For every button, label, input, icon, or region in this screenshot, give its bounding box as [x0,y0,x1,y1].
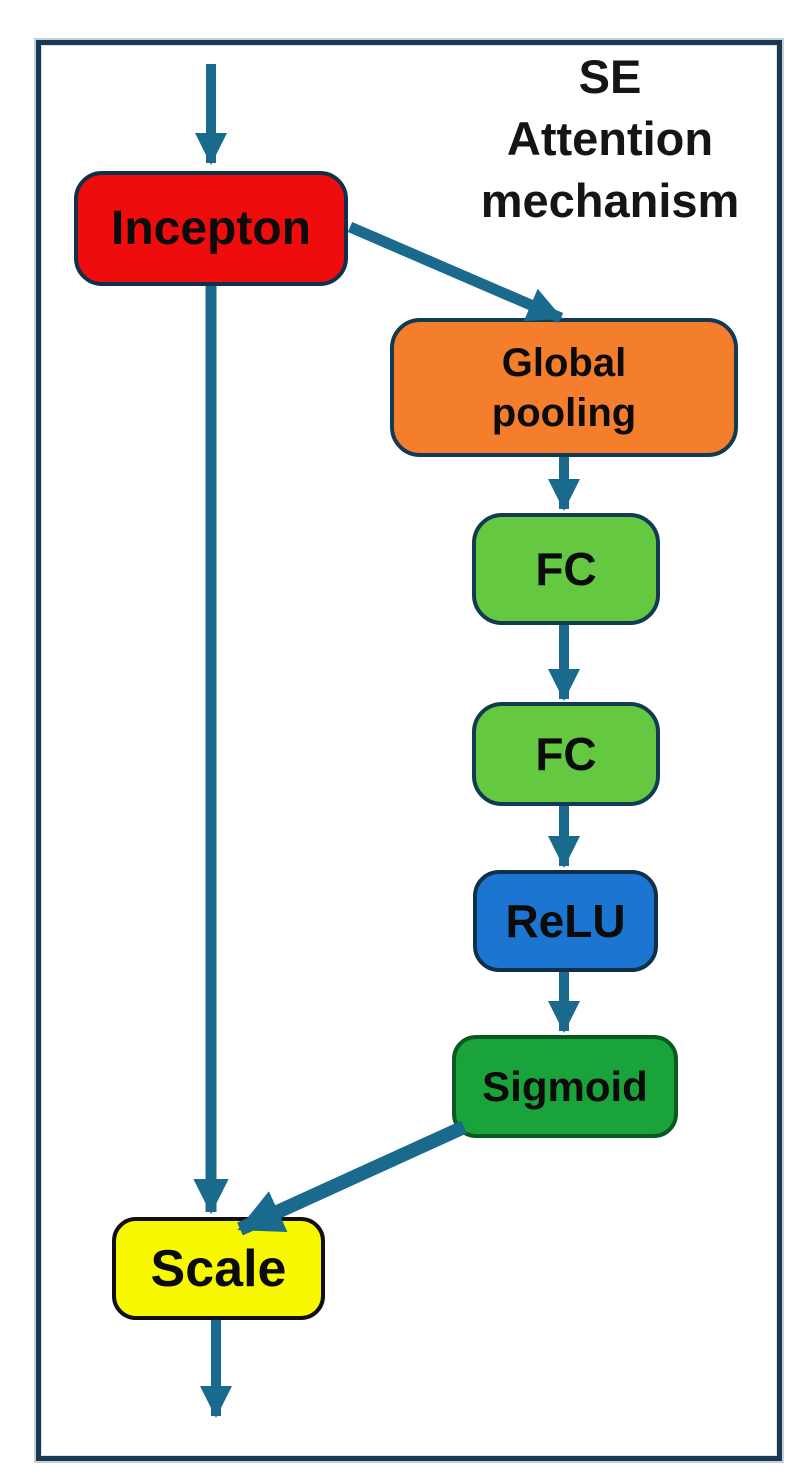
node-sigmoid-label: Sigmoid [482,1062,648,1110]
node-scale-label: Scale [150,1239,287,1298]
node-incepton: Incepton [74,171,348,286]
node-relu-label: ReLU [505,895,626,947]
node-global-pooling-label: Global pooling [491,340,637,435]
diagram-title: SE Attention mechanism [480,50,740,228]
node-sigmoid: Sigmoid [452,1035,678,1138]
node-global-pooling: Global pooling [390,318,738,457]
node-fc-1-label: FC [535,543,597,595]
node-relu: ReLU [473,870,658,972]
node-fc-2: FC [472,702,660,806]
node-scale: Scale [112,1217,325,1320]
node-incepton-label: Incepton [111,202,311,255]
node-fc-2-label: FC [535,728,597,780]
node-fc-1: FC [472,513,660,625]
